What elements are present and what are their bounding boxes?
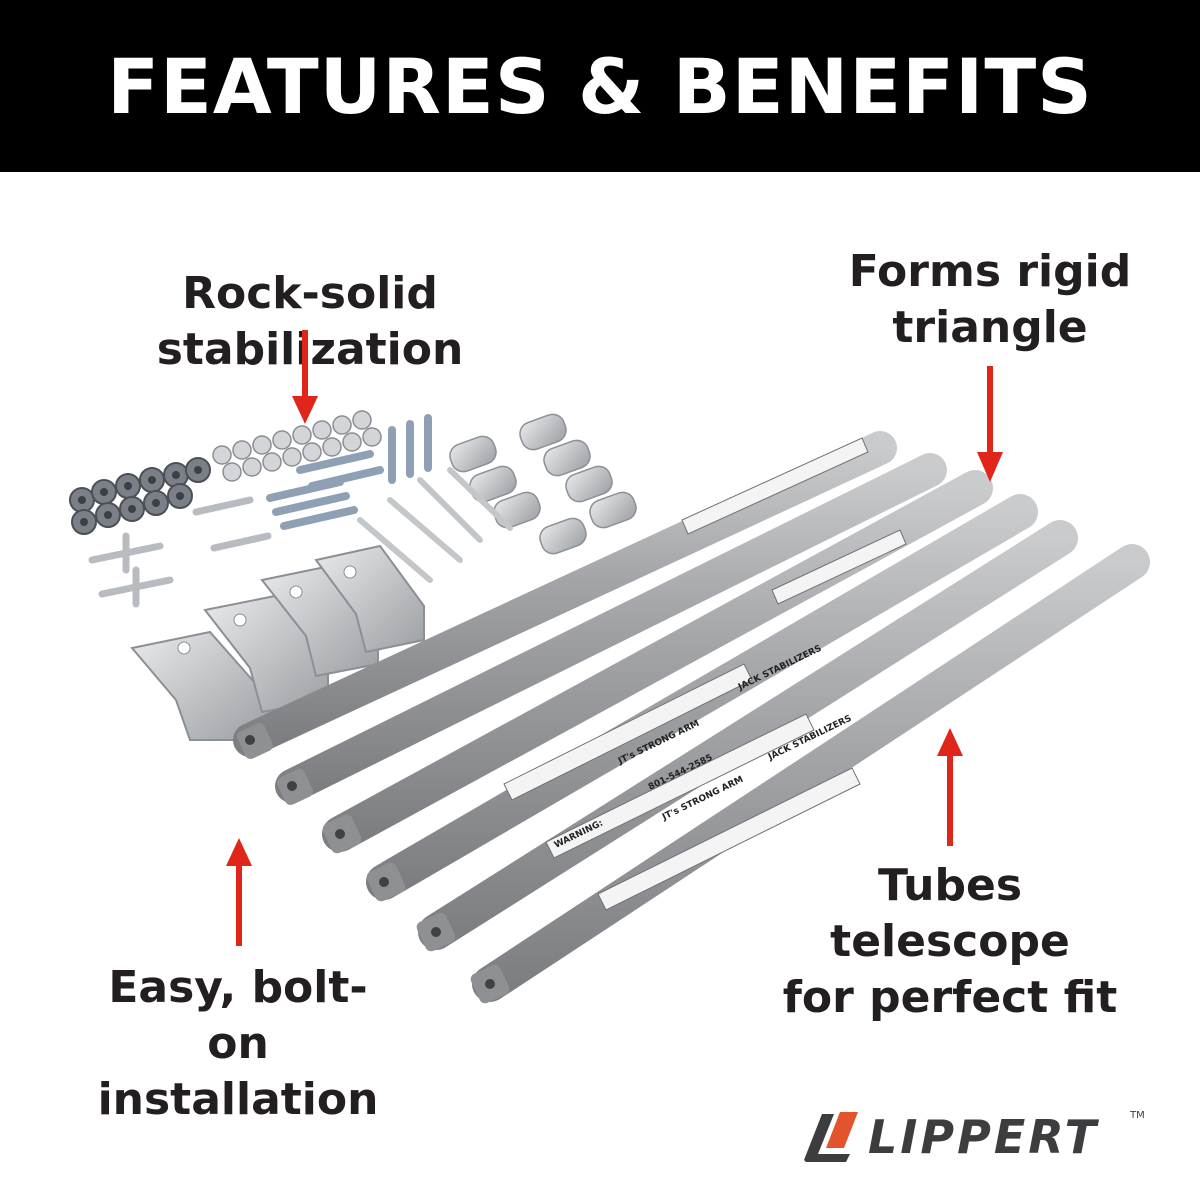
bolts bbox=[266, 414, 432, 530]
callout-install-line1: Easy, bolt-on bbox=[108, 962, 368, 1069]
lippert-logo-mark-icon bbox=[804, 1112, 858, 1162]
washers bbox=[69, 457, 211, 535]
t-handles bbox=[88, 496, 272, 608]
callout-stabilization: Rock-solid stabilization bbox=[40, 266, 580, 378]
plates bbox=[449, 413, 637, 555]
callout-telescope-line1: Tubes telescope bbox=[830, 860, 1070, 967]
logo-trademark: TM bbox=[1130, 1110, 1145, 1121]
arrow-up-install-icon bbox=[226, 838, 252, 946]
pins bbox=[357, 467, 513, 583]
tube-1 bbox=[233, 431, 897, 759]
callout-telescope: Tubes telescope for perfect fit bbox=[760, 858, 1140, 1026]
arrow-down-stabilization-icon bbox=[292, 330, 318, 424]
page-title: FEATURES & BENEFITS bbox=[107, 41, 1093, 131]
callout-telescope-line2: for perfect fit bbox=[782, 972, 1118, 1023]
callout-install: Easy, bolt-on installation bbox=[78, 960, 398, 1128]
lippert-logo: LIPPERT TM bbox=[796, 1100, 1156, 1170]
logo-wordmark: LIPPERT bbox=[868, 1110, 1100, 1164]
nuts bbox=[212, 410, 382, 482]
callout-triangle: Forms rigid triangle bbox=[840, 244, 1140, 356]
arrow-up-telescope-icon bbox=[937, 728, 963, 846]
callout-triangle-line2: triangle bbox=[892, 302, 1088, 353]
header-banner: FEATURES & BENEFITS bbox=[0, 0, 1200, 172]
arrow-down-triangle-icon bbox=[977, 366, 1003, 482]
callout-install-line2: installation bbox=[97, 1074, 379, 1125]
tube-labels bbox=[503, 437, 907, 911]
callout-triangle-line1: Forms rigid bbox=[848, 246, 1132, 297]
callout-stabilization-text: Rock-solid stabilization bbox=[156, 268, 464, 375]
stabilizer-tubes bbox=[233, 431, 1150, 1004]
